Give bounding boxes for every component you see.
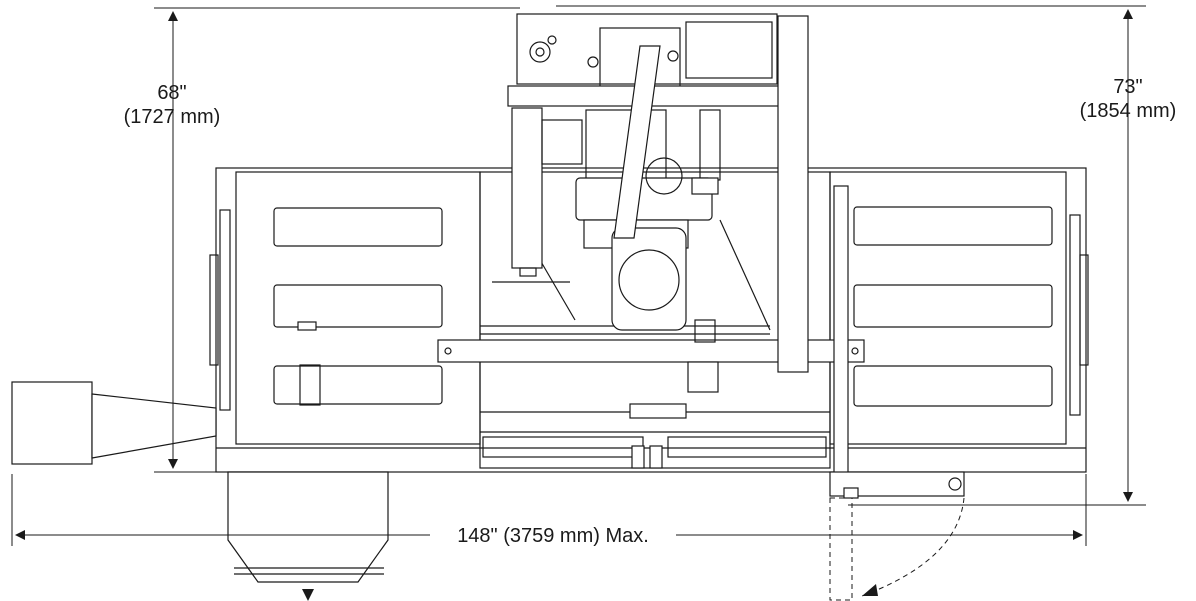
left-height-metric: (1727 mm)	[124, 106, 221, 128]
left-height-value: 68"	[157, 82, 186, 104]
gantry-rail	[437, 339, 865, 363]
collector-funnel	[91, 393, 217, 459]
right-window-top	[853, 206, 1053, 246]
spindle-base	[629, 403, 687, 419]
front-indicator-arrow	[302, 589, 314, 601]
housing-port	[529, 41, 551, 63]
articulated-arm	[613, 45, 661, 239]
right-window-bottom	[853, 365, 1053, 407]
right-column	[777, 15, 809, 373]
left-column	[511, 107, 543, 269]
width-dimension	[11, 474, 1087, 546]
right-height-dimension	[556, 5, 1146, 506]
left-side-rail	[219, 209, 231, 411]
left-window-middle	[273, 284, 443, 328]
collector-box	[11, 381, 93, 465]
door-swing-outline	[829, 497, 853, 601]
left-height-dimension	[154, 7, 520, 473]
left-window-bottom	[273, 365, 443, 405]
control-display	[685, 21, 773, 79]
gantry-beam	[437, 339, 865, 393]
bottom-hopper	[227, 471, 389, 583]
vertical-post	[833, 185, 849, 477]
right-height-metric: (1854 mm)	[1080, 100, 1177, 122]
right-base-block	[829, 471, 965, 601]
door-swing-arc	[861, 497, 965, 597]
spindle-disc	[618, 249, 680, 311]
right-height-value: 73"	[1113, 76, 1142, 98]
dust-collector	[11, 381, 217, 465]
front-slot-right	[667, 436, 827, 458]
left-window-top	[273, 207, 443, 247]
total-width-label: 148" (3759 mm) Max.	[457, 525, 649, 547]
right-window-middle	[853, 284, 1053, 328]
tool-head-assembly	[492, 13, 849, 477]
hopper-body	[227, 471, 389, 583]
